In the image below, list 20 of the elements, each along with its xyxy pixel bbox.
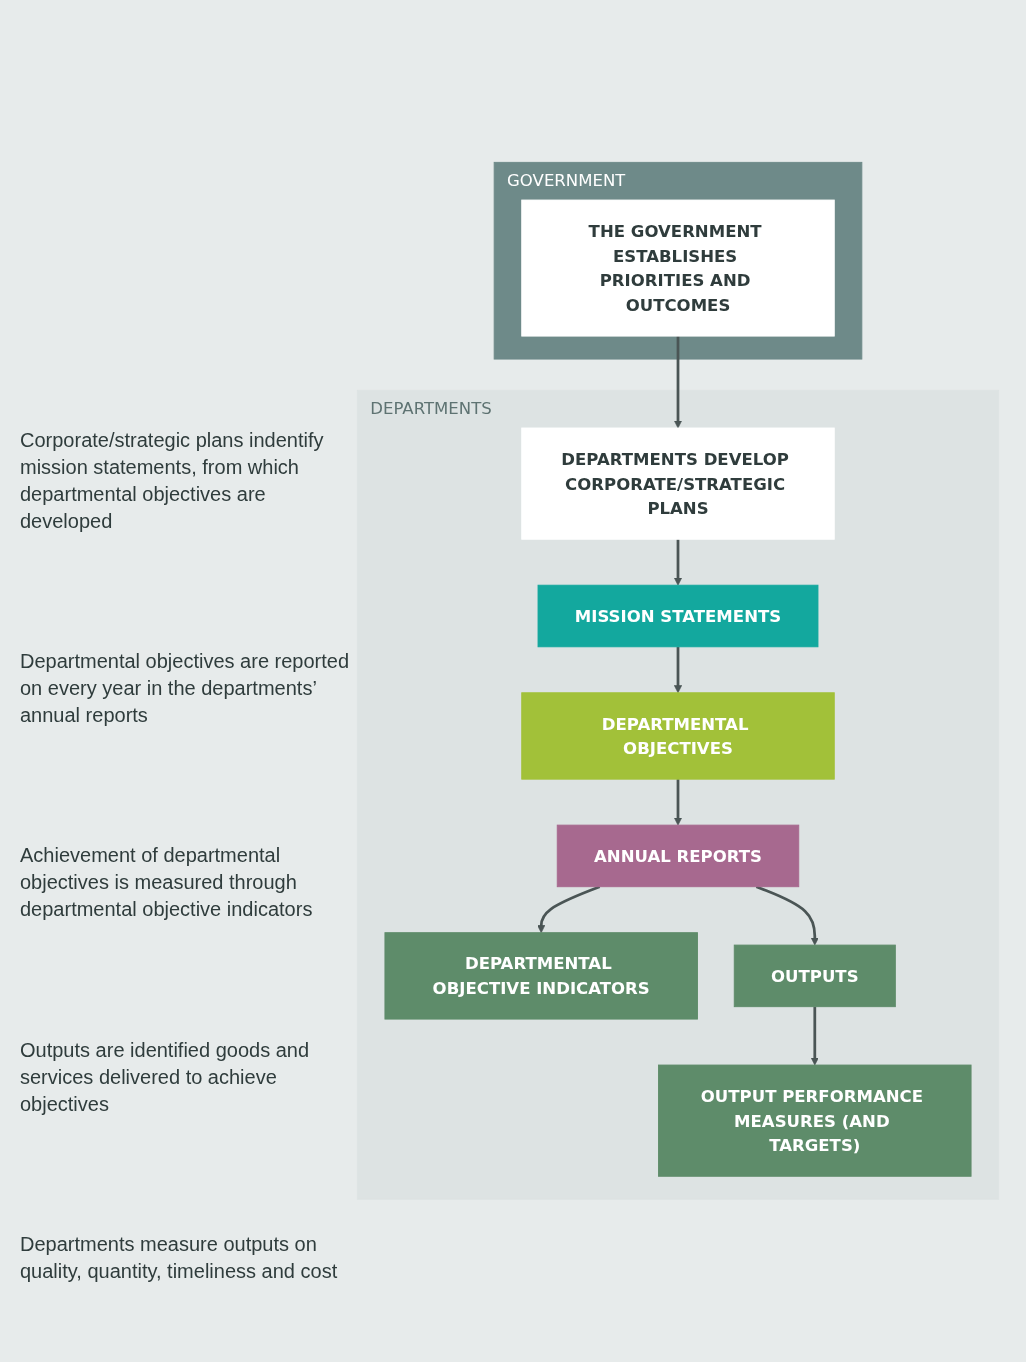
note-text: Achievement of departmental objectives is measured through departmental objective indicators — [20, 843, 314, 923]
node-box: MISSION STATEMENTS — [537, 584, 819, 648]
arrow — [673, 647, 683, 694]
note-text: Outputs are identified goods and services delivered to achieve objectives — [20, 1037, 311, 1117]
node-box: OUTPUT PERFORMANCE MEASURES (AND TARGETS) — [658, 1064, 972, 1177]
arrow — [755, 885, 819, 946]
note-text: Corporate/strategic plans indentify mission statements, from which departmental objectives are developed — [20, 427, 325, 534]
node-box: OUTPUTS — [733, 944, 896, 1008]
arrow — [537, 885, 601, 934]
node-box: DEPARTMENTS DEVELOP CORPORATE/STRATEGIC PLANS — [521, 427, 835, 540]
node-box: DEPARTMENTAL OBJECTIVE INDICATORS — [384, 932, 698, 1020]
node-box: ANNUAL REPORTS — [556, 824, 800, 888]
note-text: Departmental objectives are reported on every year in the departments’ annual reports — [20, 649, 350, 729]
node-box: DEPARTMENTAL OBJECTIVES — [521, 692, 835, 780]
arrow — [673, 336, 683, 429]
arrow — [673, 539, 683, 586]
note-text: Departments measure outputs on quality, quantity, timeliness and cost — [20, 1232, 339, 1285]
arrow — [673, 779, 683, 826]
arrow — [810, 1006, 819, 1066]
node-box: THE GOVERNMENT ESTABLISHES PRIORITIES AND OUTCOMES — [521, 199, 835, 337]
